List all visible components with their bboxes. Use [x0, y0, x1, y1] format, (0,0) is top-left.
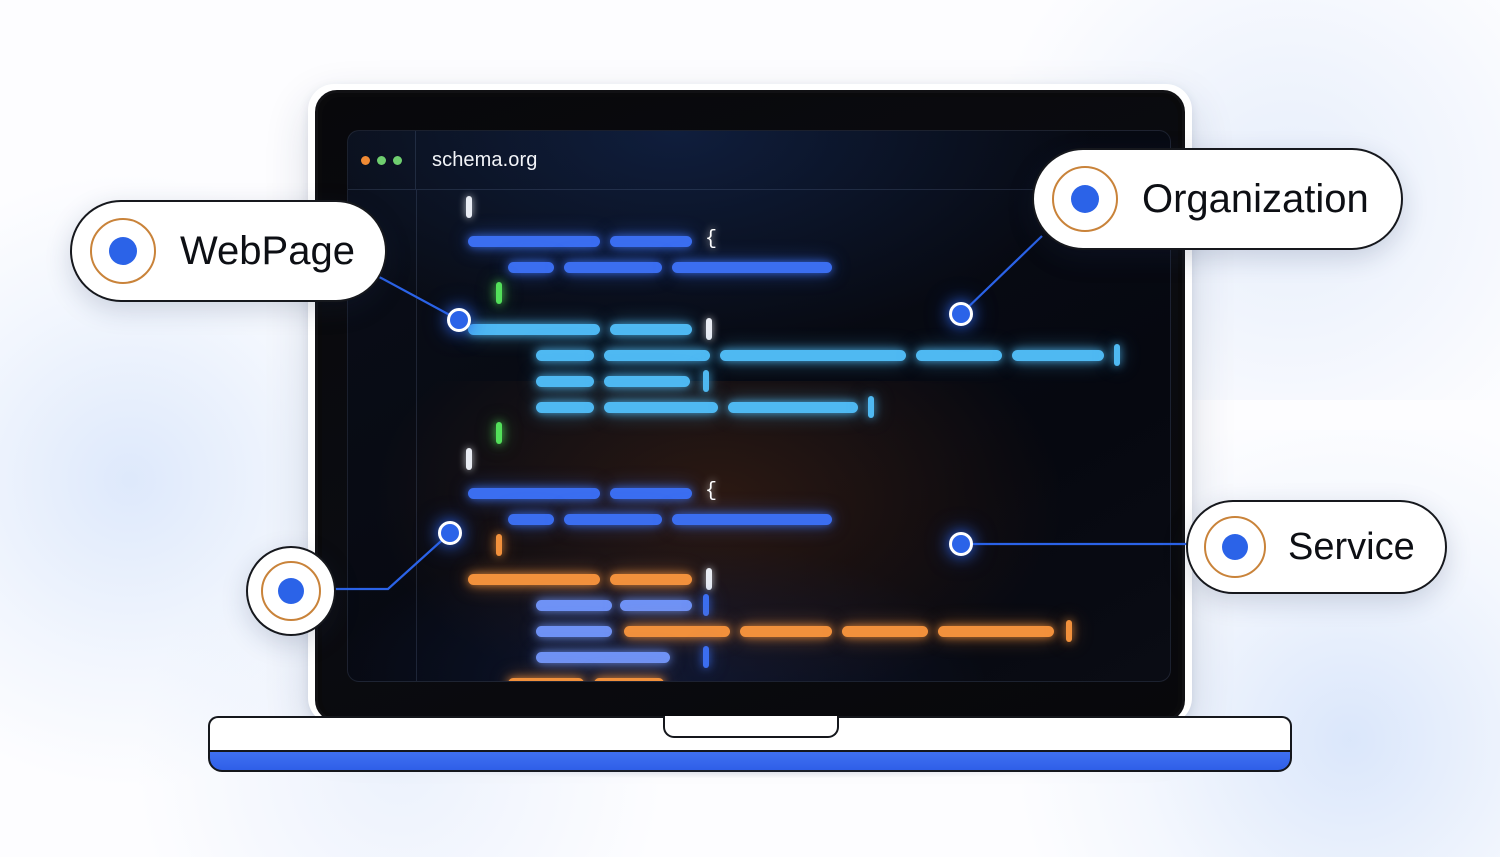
code-bar [610, 488, 692, 499]
code-bar [536, 600, 612, 611]
traffic-light-dots [348, 131, 416, 189]
code-bar [740, 626, 832, 637]
code-bar [610, 324, 692, 335]
node-dot-icon [1071, 185, 1099, 213]
node-dot-icon [278, 578, 304, 604]
code-bar [610, 574, 692, 585]
code-tick [1066, 620, 1072, 642]
code-bar [672, 514, 832, 525]
code-bar [508, 678, 584, 681]
code-bar [916, 350, 1002, 361]
code-bar [536, 626, 612, 637]
label-pill-webpage[interactable]: WebPage [70, 200, 387, 302]
node-dot-icon [1222, 534, 1248, 560]
code-bar [468, 236, 600, 247]
code-bar [938, 626, 1054, 637]
code-tick [703, 594, 709, 616]
code-bar [536, 402, 594, 413]
code-gutter-divider [416, 190, 417, 681]
code-tick [496, 282, 502, 304]
marker-service[interactable] [949, 532, 973, 556]
label-pill-service-text: Service [1288, 525, 1415, 568]
target-ring-icon [90, 218, 156, 284]
code-bar [468, 488, 600, 499]
code-tick [496, 422, 502, 444]
code-bar [604, 402, 718, 413]
code-bar [468, 574, 600, 585]
maximize-dot[interactable] [393, 155, 402, 165]
code-bar [610, 236, 692, 247]
code-bar [564, 262, 662, 273]
label-pill-unlabeled[interactable] [246, 546, 336, 636]
code-tick [706, 318, 712, 340]
code-tick [706, 568, 712, 590]
code-bar [1012, 350, 1104, 361]
browser-title: schema.org [432, 148, 538, 171]
code-bar [624, 626, 730, 637]
browser-window: schema.org {{{ [347, 130, 1171, 682]
code-brace: { [705, 480, 718, 503]
code-tick [703, 370, 709, 392]
marker-webpage[interactable] [447, 308, 471, 332]
target-ring-icon [261, 561, 321, 621]
target-ring-icon [1204, 516, 1266, 578]
code-bar [604, 376, 690, 387]
label-pill-organization[interactable]: Organization [1032, 148, 1403, 250]
marker-organization[interactable] [949, 302, 973, 326]
code-tick [703, 646, 709, 668]
code-bar [508, 262, 554, 273]
code-bar [728, 402, 858, 413]
code-tick [496, 534, 502, 556]
label-pill-organization-text: Organization [1142, 176, 1369, 221]
code-brace: { [705, 228, 718, 251]
code-block: {{{ [348, 190, 1170, 681]
laptop-base-shadow [230, 770, 1270, 794]
code-bar [672, 262, 832, 273]
node-dot-icon [109, 237, 137, 265]
code-bar [564, 514, 662, 525]
code-tick [1114, 344, 1120, 366]
code-bar [536, 350, 594, 361]
code-tick [466, 196, 472, 218]
code-bar [842, 626, 928, 637]
code-bar [536, 376, 594, 387]
marker-unlabeled[interactable] [438, 521, 462, 545]
code-bar [720, 350, 906, 361]
laptop-base-accent [208, 750, 1292, 772]
label-pill-webpage-text: WebPage [180, 228, 355, 273]
code-bar [620, 600, 692, 611]
label-pill-service[interactable]: Service [1186, 500, 1447, 594]
code-bar [594, 678, 664, 681]
code-bar [468, 324, 600, 335]
code-bar [536, 652, 670, 663]
code-bar [604, 350, 710, 361]
laptop-base-notch [663, 716, 839, 738]
browser-title-bar: schema.org [348, 131, 1170, 190]
minimize-dot[interactable] [377, 155, 386, 165]
close-dot[interactable] [361, 155, 370, 165]
code-tick [868, 396, 874, 418]
code-bar [508, 514, 554, 525]
target-ring-icon [1052, 166, 1118, 232]
code-tick [466, 448, 472, 470]
